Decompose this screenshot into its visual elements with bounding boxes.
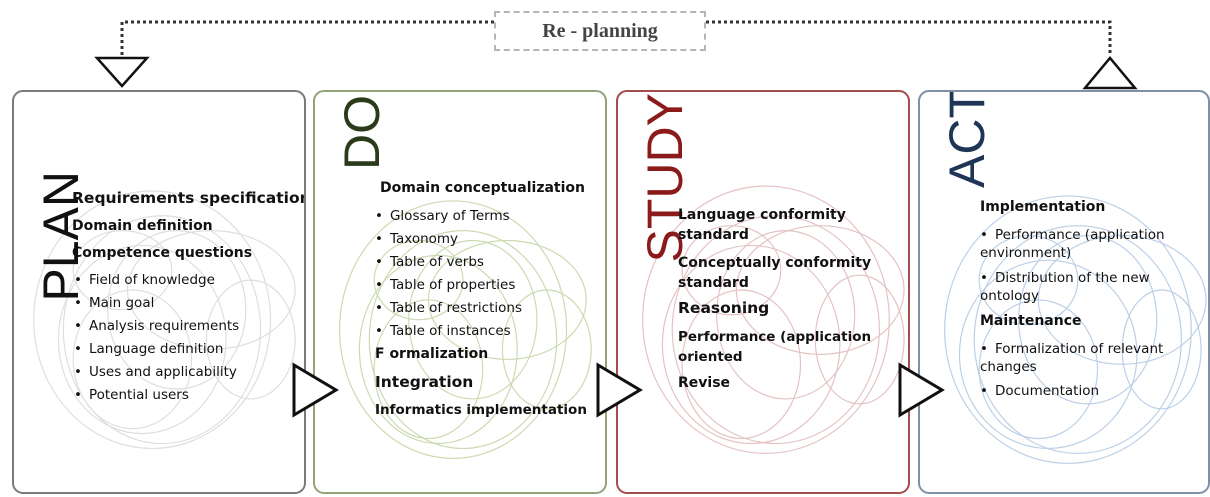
- plan-item-1: Requirements specification: [72, 189, 306, 207]
- down-arrow-icon: [94, 56, 150, 88]
- study-panel: STUDY Language conformity standard Conce…: [616, 90, 910, 494]
- replanning-dotted-line-right: [706, 20, 1112, 56]
- study-item-4: Performance (application oriented: [678, 329, 872, 365]
- act-item-2: Performance (application environment): [980, 226, 1190, 262]
- act-item-1: Implementation: [980, 199, 1106, 215]
- do-item-9: Integration: [375, 373, 474, 391]
- plan-item-7: Language definition: [74, 340, 223, 358]
- plan-item-6: Analysis requirements: [74, 317, 239, 335]
- right-arrow-icon: [596, 362, 643, 418]
- plan-panel: PLAN Requirements specification Domain d…: [12, 90, 306, 494]
- act-panel: ACT Implementation Performance (applicat…: [918, 90, 1210, 494]
- act-item-3: Distribution of the new ontology: [980, 269, 1190, 305]
- study-item-5: Revise: [678, 375, 731, 391]
- replanning-label: Re - planning: [494, 11, 706, 51]
- replanning-loop: [94, 20, 1138, 90]
- right-arrow-icon: [898, 362, 945, 418]
- do-item-8: F ormalization: [375, 346, 489, 362]
- do-item-7: Table of instances: [375, 322, 511, 340]
- study-item-3: Reasoning: [678, 299, 770, 317]
- act-item-6: Documentation: [980, 382, 1099, 400]
- study-swirl-background: [642, 185, 905, 454]
- plan-item-9: Potential users: [74, 386, 189, 404]
- replanning-dotted-line-left: [120, 20, 494, 56]
- plan-item-2: Domain definition: [72, 218, 213, 234]
- plan-item-3: Competence questions: [72, 245, 253, 261]
- do-item-3: Taxonomy: [375, 230, 458, 248]
- study-item-1: Language conformity standard: [678, 207, 846, 243]
- right-arrow-icon: [292, 362, 339, 418]
- act-item-4: Maintenance: [980, 313, 1082, 329]
- plan-item-8: Uses and applicability: [74, 363, 237, 381]
- study-item-2: Conceptually conformity standard: [678, 255, 872, 291]
- do-item-4: Table of verbs: [375, 253, 484, 271]
- do-item-5: Table of properties: [375, 276, 515, 294]
- do-item-2: Glossary of Terms: [375, 207, 510, 225]
- do-item-10: Informatics implementation: [375, 402, 587, 418]
- plan-item-4: Field of knowledge: [74, 271, 215, 289]
- plan-item-5: Main goal: [74, 294, 154, 312]
- do-panel: DO Domain conceptualization Glossary of …: [313, 90, 607, 494]
- up-arrow-icon: [1082, 56, 1138, 90]
- do-item-6: Table of restrictions: [375, 299, 522, 317]
- act-item-5: Formalization of relevant changes: [980, 340, 1190, 376]
- do-item-1: Domain conceptualization: [380, 180, 585, 196]
